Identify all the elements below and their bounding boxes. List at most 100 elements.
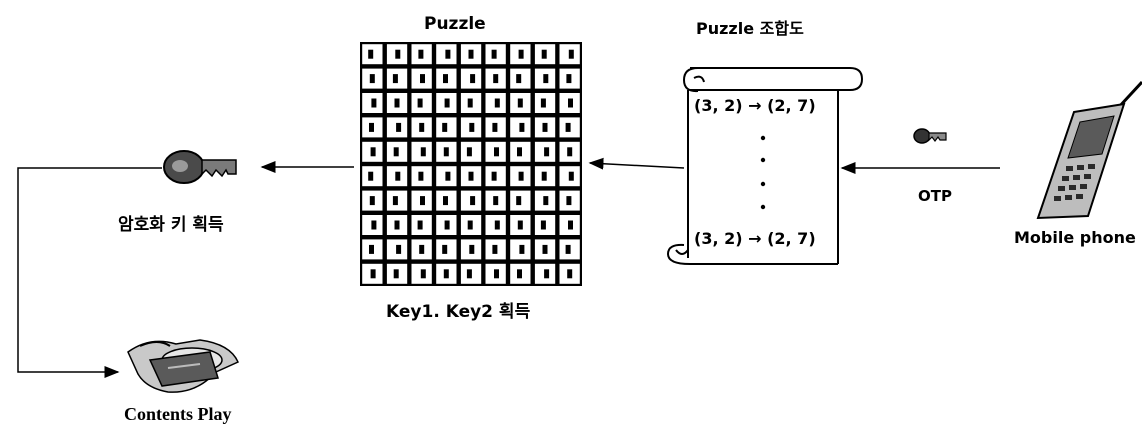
puzzle-piece-mark <box>371 269 376 278</box>
puzzle-piece-mark <box>443 196 448 205</box>
ellipsis-dot <box>761 205 765 209</box>
puzzle-piece-mark <box>418 50 423 59</box>
puzzle-piece-mark <box>470 196 475 205</box>
puzzle-piece-mark <box>395 50 400 59</box>
puzzle-piece-mark <box>543 245 548 254</box>
puzzle-piece-mark <box>442 123 447 132</box>
puzzle-piece-mark <box>493 74 498 83</box>
otp-key-icon <box>914 129 946 143</box>
puzzle-piece-mark <box>469 50 474 59</box>
puzzle-piece-mark <box>542 50 547 59</box>
puzzle-piece-mark <box>517 269 522 278</box>
puzzle-piece-mark <box>393 74 398 83</box>
puzzle-piece-mark <box>370 196 375 205</box>
puzzle-piece-mark <box>418 99 423 108</box>
mobile-phone-icon <box>1038 82 1142 218</box>
puzzle-piece-mark <box>371 99 376 108</box>
puzzle-piece-mark <box>469 172 474 181</box>
puzzle-piece-mark <box>395 221 400 230</box>
combination-title: Puzzle 조합도 <box>696 15 804 39</box>
puzzle-piece-mark <box>543 196 548 205</box>
puzzle-piece-mark <box>519 50 524 59</box>
puzzle-piece-mark <box>567 147 572 156</box>
puzzle-piece-mark <box>445 50 450 59</box>
puzzle-piece-mark <box>541 221 546 230</box>
puzzle-piece-mark <box>492 172 497 181</box>
ellipsis-dot <box>761 136 765 140</box>
puzzle-piece-mark <box>371 147 376 156</box>
puzzle-piece-mark <box>395 99 400 108</box>
puzzle-piece-mark <box>568 221 573 230</box>
puzzle-piece-mark <box>495 99 500 108</box>
puzzle-caption: Key1. Key2 획득 <box>386 297 530 322</box>
puzzle-piece-mark <box>445 221 450 230</box>
puzzle-piece-mark <box>369 123 374 132</box>
puzzle-piece-mark <box>394 269 399 278</box>
play-label: Contents Play <box>124 404 232 425</box>
puzzle-piece-mark <box>566 245 571 254</box>
puzzle-piece-mark <box>368 172 373 181</box>
puzzle-piece-mark <box>469 123 474 132</box>
puzzle-piece-mark <box>396 123 401 132</box>
puzzle-piece-mark <box>492 123 497 132</box>
puzzle-piece-mark <box>544 269 549 278</box>
puzzle-piece-mark <box>421 147 426 156</box>
puzzle-piece-mark <box>467 269 472 278</box>
puzzle-piece-mark <box>518 221 523 230</box>
puzzle-piece-mark <box>370 74 375 83</box>
puzzle-piece-mark <box>418 221 423 230</box>
puzzle-piece-mark <box>395 172 400 181</box>
puzzle-piece-mark <box>470 74 475 83</box>
contents-play-icon <box>128 340 238 392</box>
puzzle-piece-mark <box>566 123 571 132</box>
puzzle-piece-mark <box>517 147 522 156</box>
puzzle-piece-mark <box>519 123 524 132</box>
puzzle-piece-mark <box>492 245 497 254</box>
puzzle-piece-mark <box>420 196 425 205</box>
puzzle-piece-mark <box>445 99 450 108</box>
puzzle-piece-mark <box>442 245 447 254</box>
puzzle-piece-mark <box>445 172 450 181</box>
puzzle-title: Puzzle <box>424 14 486 34</box>
puzzle-piece-mark <box>494 269 499 278</box>
puzzle-piece-mark <box>371 221 376 230</box>
puzzle-piece-mark <box>495 221 500 230</box>
otp-label: OTP <box>918 187 952 205</box>
puzzle-piece-mark <box>518 99 523 108</box>
puzzle-piece-mark <box>544 147 549 156</box>
puzzle-piece-mark <box>543 123 548 132</box>
ellipsis-dot <box>761 182 765 186</box>
puzzle-piece-mark <box>519 172 524 181</box>
puzzle-grid <box>360 42 582 286</box>
phone-label: Mobile phone <box>1014 228 1136 247</box>
puzzle-piece-mark <box>493 196 498 205</box>
key-label: 암호화 키 획득 <box>118 210 224 235</box>
puzzle-piece-mark <box>468 221 473 230</box>
puzzle-piece-mark <box>419 123 424 132</box>
puzzle-piece-mark <box>368 50 373 59</box>
arrow-key-to-play <box>18 168 162 372</box>
arrow-combination-to-puzzle <box>590 163 684 168</box>
puzzle-piece-mark <box>468 99 473 108</box>
puzzle-piece-mark <box>569 50 574 59</box>
puzzle-piece-mark <box>516 196 521 205</box>
puzzle-piece-mark <box>467 147 472 156</box>
puzzle-piece-mark <box>519 245 524 254</box>
puzzle-piece-mark <box>567 269 572 278</box>
combination-entry-first: (3, 2) → (2, 7) <box>694 96 816 115</box>
puzzle-piece-mark <box>566 74 571 83</box>
puzzle-piece-mark <box>443 74 448 83</box>
puzzle-piece-mark <box>393 196 398 205</box>
puzzle-piece-mark <box>566 196 571 205</box>
puzzle-piece-mark <box>420 74 425 83</box>
puzzle-piece-mark <box>394 147 399 156</box>
puzzle-piece-mark <box>369 245 374 254</box>
combination-entry-last: (3, 2) → (2, 7) <box>694 229 816 248</box>
puzzle-piece-mark <box>469 245 474 254</box>
puzzle-piece-mark <box>444 147 449 156</box>
key-icon <box>164 151 236 183</box>
puzzle-piece-mark <box>419 245 424 254</box>
puzzle-piece-mark <box>569 172 574 181</box>
ellipsis-dot <box>761 158 765 162</box>
